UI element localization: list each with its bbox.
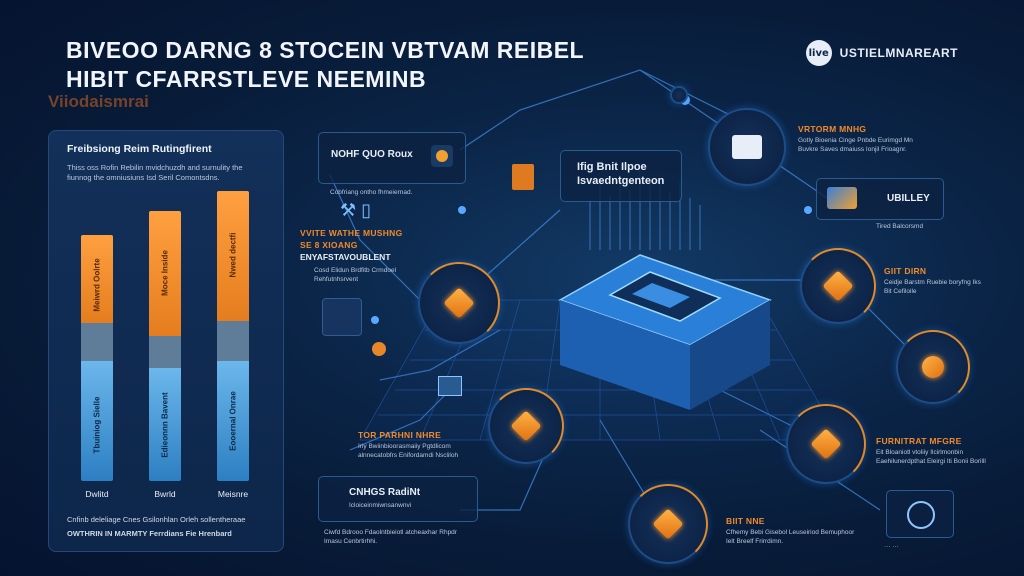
node-left[interactable] [418,262,500,344]
bar-2-bottom-label: Edieonnn Bavent [160,392,170,458]
chart-title: Freibsiong Reim Rutingfirent [67,143,212,155]
cube-icon [510,410,542,442]
top-left-card[interactable]: NOHF QUO Roux [318,132,466,184]
bar-3-top-label: Nwed dectfi [228,232,238,278]
chart-panel: Freibsiong Reim Rutingfirent Thiss oss R… [48,130,284,552]
bar-1-bottom-label: Tbuiniog Sielle [92,396,102,454]
right2-text: Ceidje Barstm Ruebie boryfng Iks Bit Cef… [884,279,981,295]
center-card[interactable]: Ifig Bnit Ilpoe Isvaedntgenteon [560,150,682,202]
server-icon [732,135,762,159]
top-left-card-icon [431,145,453,167]
bottom-right-text: ··· ··· [884,543,899,550]
chart-bar-1: Meiwrd Oolrte Tbuiniog Sielle [81,235,113,481]
chart-category-1: Dwlitd [85,489,109,499]
chart-category-3: Meisnre [217,489,249,499]
right3-text: Eit Bloaniotl vtoliiy Ilcirlmonbin Eaehi… [876,449,986,465]
chart-bar-2: Moce Inside Edieonnn Bavent [149,211,181,481]
node-bottom[interactable] [628,484,708,564]
node-right-1[interactable] [800,248,876,324]
right3-heading: FURNITRAT MFGRE [876,436,962,446]
document-icon [322,298,362,336]
chart-bar-3: Nwed dectfi Eooernal Onrae [217,191,249,481]
left-mid-heading: TOR PARHNI NHRE [358,430,442,440]
node-top-right[interactable] [708,108,786,186]
central-chip-icon [558,254,772,410]
cube-icon [822,270,854,302]
orange-heading: VVITE WATHE MUSHNG [300,228,403,238]
title-line-1: BIVEOO DARNG 8 STOCEIN VBTVAM REIBEL [66,37,585,63]
bar-3-bottom-label: Eooernal Onrae [228,391,238,451]
cube-icon [443,287,475,319]
brand-name: USTIELMNAREART [839,46,958,60]
top-right-text: Gotly Bioenia Cinge Pnbde Eurimgd Mn Buv… [798,137,913,153]
right-card-text: Tired Balcorsmd [876,223,924,230]
bottom-mid-text: Cfhemy Bebi Gisebol Leuseiriod Bemuphoor… [726,529,855,545]
list-icon [512,164,534,190]
node-right-3[interactable] [786,404,866,484]
node-right-2[interactable] [896,330,970,404]
orange-subheading: SE 8 XIOANG [300,240,358,250]
top-left-card-title: NOHF QUO Roux [331,149,413,160]
white-subheading: ENYAFSTAVOUBLENT [300,252,391,262]
bottom-left-desc: Ciwfd Bdrooo Fdaolntbieiotl atcheaxhar R… [324,529,457,545]
node-bottom-left[interactable] [488,388,564,464]
ring-icon [922,356,944,378]
page-title: BIVEOO DARNG 8 STOCEIN VBTVAM REIBEL HIB… [66,36,584,94]
right-card[interactable]: UBILLEY [816,178,944,220]
node-small [670,86,688,104]
cube-icon [810,428,842,460]
chart-footer-1: Cnfinb deleliage Cnes Gsilonhlan Orleh s… [67,515,246,524]
tools-icon: ⚒ ▯ [340,200,372,220]
bottom-left-card[interactable]: CNHGS RadiNt Icloiceinmiwnsanwnvi [318,476,478,522]
cube-icon [652,508,684,540]
brand: live USTIELMNAREART [805,40,958,66]
orange-description: Cosd Elidun Brdfitb Crmdoel Rehfutnhsrve… [314,267,397,283]
right-card-title: UBILLEY [887,193,930,204]
section-tag: Viiodaismrai [48,92,149,111]
bottom-right-card[interactable] [886,490,954,538]
center-card-title: Ifig Bnit Ilpoe [577,161,647,173]
chart-description: Thiss oss Rofin Rebilin mvidchuzdh and s… [67,163,243,182]
bar-2-top-label: Moce Inside [160,250,170,296]
coins-icon [827,187,857,209]
top-right-heading: VRTORM MNHG [798,124,867,134]
chart-category-2: Bwrld [154,489,176,499]
title-line-2: HIBIT CFARRSTLEVE NEEMINB [66,66,427,92]
bottom-left-card-text: Icloiceinmiwnsanwnvi [349,502,412,509]
chip-small-icon [438,376,462,396]
coin-icon [372,342,386,356]
top-left-text: Cobfriang ontho fhmeiernad. [330,189,413,196]
brand-logo-icon: live [805,40,832,66]
bar-1-top-label: Meiwrd Oolrte [92,258,102,312]
bottom-mid-heading: BIIT NNE [726,516,765,526]
bottom-left-card-title: CNHGS RadiNt [349,487,421,498]
left-mid-text: Iriy Bwiinbioorasmaiiy Pgtdlicom alnneca… [358,443,459,459]
right2-heading: GIIT DIRN [884,266,927,276]
chart-footer-2: OWTHRIN IN MARMTY Ferrdians Fie Hrenbard [67,529,232,538]
network-icon [907,501,935,529]
center-card-subtitle: Isvaedntgenteon [577,175,665,187]
